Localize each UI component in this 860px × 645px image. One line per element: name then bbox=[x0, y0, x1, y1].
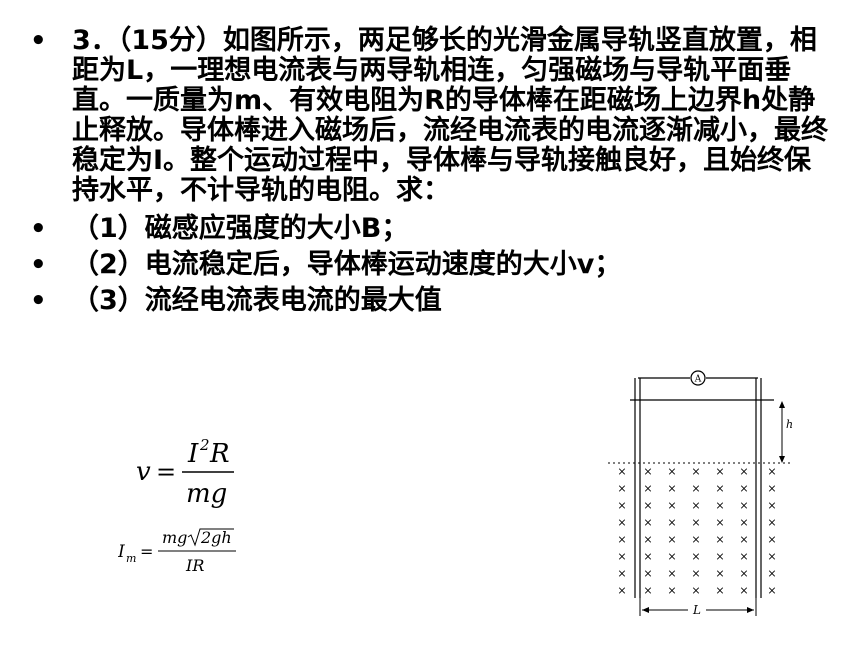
field-mark: × bbox=[739, 516, 748, 529]
field-mark: × bbox=[691, 533, 700, 546]
arrow-up-icon bbox=[779, 401, 785, 408]
field-mark: × bbox=[739, 482, 748, 495]
field-mark: × bbox=[767, 533, 776, 546]
field-mark: × bbox=[715, 567, 724, 580]
field-mark: × bbox=[715, 516, 724, 529]
field-mark: × bbox=[691, 567, 700, 580]
field-mark: × bbox=[767, 499, 776, 512]
field-mark: × bbox=[767, 567, 776, 580]
field-mark: × bbox=[715, 584, 724, 597]
field-mark: × bbox=[739, 499, 748, 512]
field-mark: × bbox=[617, 550, 626, 563]
ammeter-label: A bbox=[694, 375, 702, 385]
field-mark: × bbox=[667, 465, 676, 478]
h-label: h bbox=[786, 418, 793, 431]
field-mark: × bbox=[715, 533, 724, 546]
sqrt-sign bbox=[187, 528, 234, 547]
field-mark: × bbox=[617, 584, 626, 597]
field-mark: × bbox=[643, 550, 652, 563]
question-2: • （2）电流稳定后，导体棒运动速度的大小v； bbox=[30, 249, 830, 281]
field-mark: × bbox=[691, 499, 700, 512]
field-mark: × bbox=[715, 550, 724, 563]
field-mark: × bbox=[643, 533, 652, 546]
field-mark: × bbox=[767, 584, 776, 597]
bullet: • bbox=[30, 26, 47, 56]
formula-im-num-mg: mg bbox=[162, 528, 187, 547]
bullet: • bbox=[30, 286, 47, 316]
question-text: （3）流经电流表电流的最大值 bbox=[72, 285, 442, 316]
question-text: （1）磁感应强度的大小B； bbox=[72, 213, 409, 244]
field-mark: × bbox=[691, 465, 700, 478]
field-mark: × bbox=[739, 584, 748, 597]
formula-v-num-R: R bbox=[209, 439, 230, 469]
field-mark: × bbox=[691, 584, 700, 597]
L-label: L bbox=[692, 603, 701, 617]
rail-diagram: A h ××××××××××××××××××××××××××××××××××××… bbox=[608, 370, 793, 617]
field-mark: × bbox=[617, 516, 626, 529]
formula-v-num-exp: 2 bbox=[199, 436, 210, 454]
field-mark: × bbox=[715, 499, 724, 512]
field-mark: × bbox=[667, 533, 676, 546]
bullet: • bbox=[30, 214, 47, 244]
field-mark: × bbox=[767, 465, 776, 478]
field-mark: × bbox=[643, 499, 652, 512]
question-3: • （3）流经电流表电流的最大值 bbox=[30, 285, 830, 317]
field-mark: × bbox=[739, 465, 748, 478]
field-mark: × bbox=[617, 465, 626, 478]
formula-v-num-I: I bbox=[187, 439, 199, 469]
formula-v-lhs: v bbox=[136, 457, 151, 487]
formula-v-eq: = bbox=[156, 458, 176, 486]
field-mark: × bbox=[643, 567, 652, 580]
field-mark: × bbox=[767, 482, 776, 495]
formula-im-lhs: I bbox=[118, 542, 125, 562]
ammeter-icon bbox=[690, 370, 706, 386]
arrow-down-icon bbox=[779, 456, 785, 463]
field-mark: × bbox=[739, 567, 748, 580]
field-mark: × bbox=[739, 550, 748, 563]
field-mark: × bbox=[617, 567, 626, 580]
formula-max-current: I m = mg 2gh IR bbox=[118, 528, 236, 575]
field-mark: × bbox=[667, 482, 676, 495]
field-mark: × bbox=[691, 516, 700, 529]
arrow-left-icon bbox=[642, 607, 649, 613]
bullet: • bbox=[30, 250, 47, 280]
field-mark: × bbox=[667, 499, 676, 512]
question-1: • （1）磁感应强度的大小B； bbox=[30, 213, 830, 245]
arrow-right-icon bbox=[747, 607, 754, 613]
question-text: （2）电流稳定后，导体棒运动速度的大小v； bbox=[72, 249, 622, 280]
field-mark: × bbox=[767, 550, 776, 563]
problem-list: • 3．（15分）如图所示，两足够长的光滑金属导轨竖直放置，相距为L，一理想电流… bbox=[30, 26, 830, 322]
field-mark: × bbox=[691, 550, 700, 563]
field-mark: × bbox=[667, 516, 676, 529]
field-mark: × bbox=[617, 533, 626, 546]
field-mark: × bbox=[617, 482, 626, 495]
formula-im-num-root: 2gh bbox=[200, 528, 232, 547]
field-mark: × bbox=[767, 516, 776, 529]
field-mark: × bbox=[667, 567, 676, 580]
field-mark: × bbox=[739, 533, 748, 546]
problem-statement: • 3．（15分）如图所示，两足够长的光滑金属导轨竖直放置，相距为L，一理想电流… bbox=[30, 26, 830, 206]
formula-v-den: mg bbox=[186, 479, 227, 509]
field-mark: × bbox=[643, 584, 652, 597]
field-mark: × bbox=[667, 584, 676, 597]
formula-velocity: v = I 2 R mg bbox=[136, 436, 234, 509]
formula-im-sub: m bbox=[126, 552, 136, 565]
problem-text: 3．（15分）如图所示，两足够长的光滑金属导轨竖直放置，相距为L，一理想电流表与… bbox=[72, 25, 828, 206]
field-mark: × bbox=[643, 516, 652, 529]
field-mark: × bbox=[643, 465, 652, 478]
formula-im-eq: = bbox=[140, 542, 153, 561]
field-mark: × bbox=[617, 499, 626, 512]
field-mark: × bbox=[691, 482, 700, 495]
field-mark: × bbox=[643, 482, 652, 495]
field-mark: × bbox=[667, 550, 676, 563]
field-mark: × bbox=[715, 465, 724, 478]
magnetic-field: × × × × × × × × × × × × × × × × × × × × × × × × × × × × × × × × × × × × × × × ×… bbox=[617, 465, 776, 597]
field-mark: × bbox=[715, 482, 724, 495]
formula-im-den: IR bbox=[185, 556, 204, 575]
